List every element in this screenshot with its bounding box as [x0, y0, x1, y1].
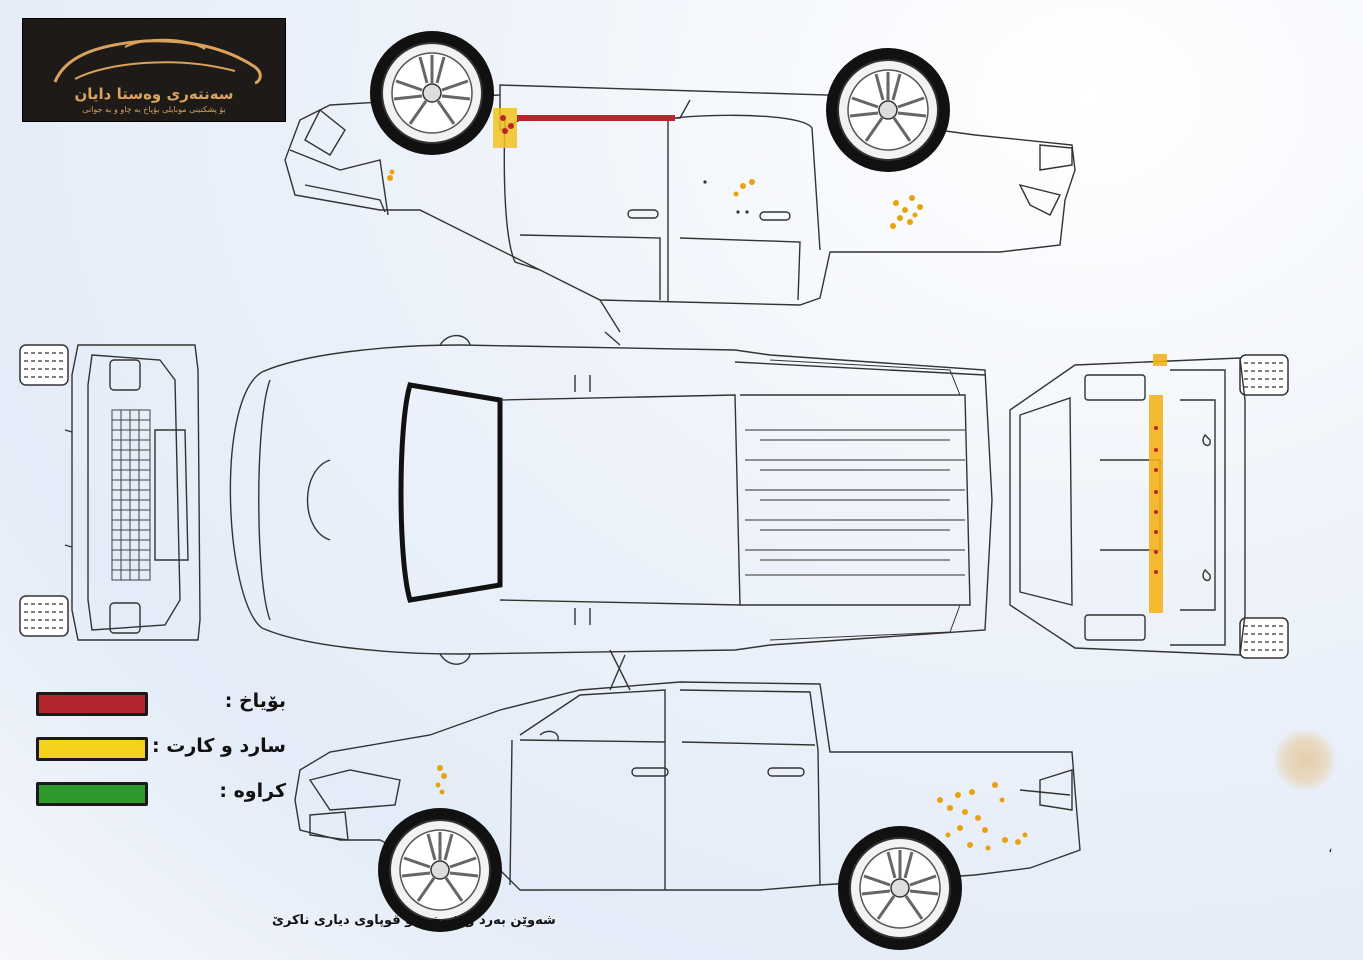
side-view-bottom [294, 654, 1081, 891]
side-view-top [284, 84, 1076, 333]
logo-brand-text: سەنتەری وەستا دایان [74, 85, 234, 103]
legend-swatch-filler [36, 737, 148, 761]
damage-marks-bottom-side [435, 765, 1028, 851]
legend-swatch-paint [36, 692, 148, 716]
legend-item-filler: سارد و کارت : [36, 735, 286, 765]
legend-item-paint: بۆیاخ : [36, 690, 286, 720]
footer-note: شەوێن بەرد و شوخت و قوپاوی دیاری ناکرێ [272, 913, 556, 928]
legend-swatch-replaced [36, 782, 148, 806]
damage-marks-rear [1149, 354, 1167, 613]
rear-view [1009, 354, 1289, 659]
company-logo: سەنتەری وەستا دایان بۆ پشکنینی موبایلی ب… [22, 18, 286, 122]
legend-label-filler: سارد و کارت : [152, 735, 286, 757]
top-view [229, 331, 993, 691]
edge-mark: ، [1328, 840, 1333, 856]
logo-car-icon [53, 38, 262, 85]
legend-item-replaced: کراوە : [36, 780, 286, 810]
front-view [19, 344, 201, 641]
photo-glare [1270, 730, 1340, 790]
legend-label-paint: بۆیاخ : [224, 690, 286, 712]
damage-marks-top-side [387, 108, 923, 229]
logo-tagline: بۆ پشکنینی موبایلی بۆیاخ بە چاو و بە جوا… [82, 105, 226, 114]
legend-label-replaced: کراوە : [219, 780, 286, 802]
